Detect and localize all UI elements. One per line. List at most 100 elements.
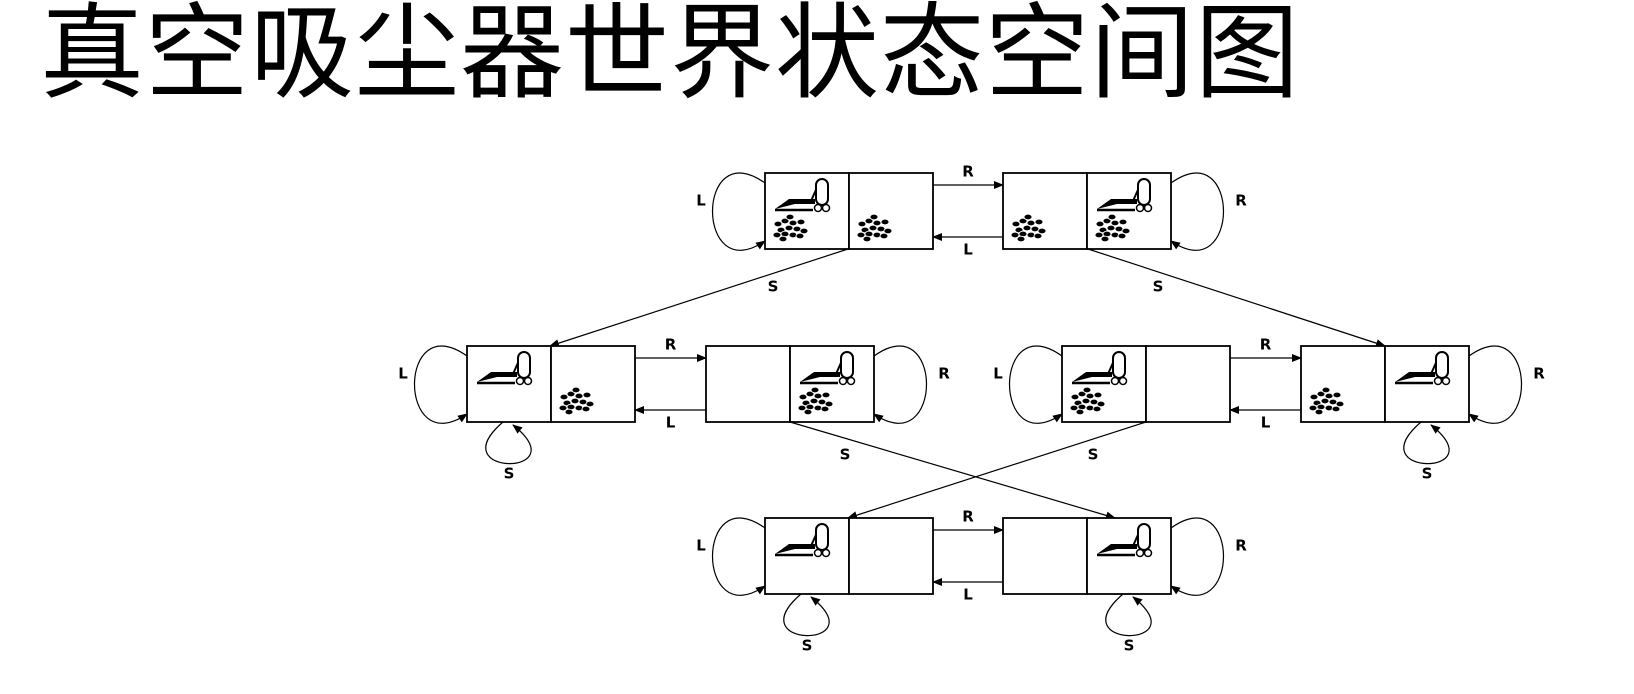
- loop-label-s: S: [504, 465, 515, 483]
- edge-label-l: L: [963, 241, 973, 259]
- vacuum-body: [815, 523, 829, 551]
- dirt-icon: [1010, 213, 1047, 243]
- edge-label-l: L: [666, 414, 676, 432]
- state-s3: [466, 345, 636, 423]
- dirt-particle: [1070, 393, 1080, 401]
- loop-label-l: L: [696, 192, 706, 210]
- dirt-particle: [809, 397, 819, 405]
- dirt-particle: [773, 220, 783, 228]
- dirt-icon: [1069, 386, 1106, 416]
- vacuum-wheel: [1135, 203, 1145, 213]
- suck-edge-label: S: [1088, 446, 1099, 464]
- vacuum-icon: [1097, 523, 1153, 558]
- cell-left: [705, 345, 791, 423]
- self-loop-right: [1170, 517, 1224, 596]
- dirt-particle: [1320, 397, 1330, 405]
- vacuum-nozzle: [775, 199, 815, 209]
- vacuum-wheel: [846, 376, 856, 386]
- vacuum-wheel: [1143, 203, 1153, 213]
- self-loop-left: [712, 517, 766, 596]
- dirt-particle: [1117, 232, 1127, 240]
- dirt-particle: [1096, 400, 1106, 408]
- dirt-particle: [862, 235, 872, 243]
- loop-label-l: L: [398, 365, 408, 383]
- dirt-particle: [1075, 408, 1085, 416]
- vacuum-icon: [800, 351, 856, 386]
- vacuum-nozzle: [800, 372, 840, 382]
- self-loop-left: [1009, 345, 1063, 424]
- dirt-particle: [1093, 391, 1103, 399]
- vacuum-nozzle: [477, 372, 517, 382]
- state-s4: [705, 345, 875, 423]
- self-loop-right: [1468, 345, 1522, 424]
- dirt-particle: [1016, 235, 1026, 243]
- vacuum-wheel: [1441, 376, 1451, 386]
- dirt-particle: [880, 218, 890, 226]
- loop-label-l: L: [993, 365, 1003, 383]
- cell-right: [1145, 345, 1231, 423]
- dirt-particle: [1095, 220, 1105, 228]
- vacuum-wheel: [1143, 548, 1153, 558]
- vacuum-wheel: [813, 203, 823, 213]
- dirt-particle: [820, 405, 830, 413]
- vacuum-wheel: [1110, 376, 1120, 386]
- suck-edge: [847, 421, 1147, 520]
- self-loop-left: [414, 345, 468, 424]
- self-loop-right: [1170, 172, 1224, 251]
- dirt-particle: [1092, 405, 1102, 413]
- loop-label-r: R: [1235, 192, 1247, 210]
- dirt-icon: [1094, 213, 1131, 243]
- suck-edge: [1087, 248, 1386, 348]
- vacuum-body: [1137, 178, 1151, 206]
- dirt-icon: [1308, 386, 1345, 416]
- dirt-particle: [803, 408, 813, 416]
- state-s1: [764, 172, 934, 250]
- edge-label-r: R: [962, 163, 974, 181]
- dirt-particle: [1023, 213, 1033, 221]
- dirt-particle: [1121, 227, 1131, 235]
- dirt-particle: [785, 213, 795, 221]
- dirt-particle: [1033, 232, 1043, 240]
- loop-label-l: L: [696, 537, 706, 555]
- dirt-particle: [1100, 235, 1110, 243]
- dirt-particle: [571, 386, 581, 394]
- dirt-particle: [810, 386, 820, 394]
- edge-label-r: R: [665, 336, 677, 354]
- vacuum-nozzle: [1395, 372, 1435, 382]
- dirt-particle: [879, 232, 889, 240]
- vacuum-icon: [1097, 178, 1153, 213]
- dirt-particle: [1118, 218, 1128, 226]
- dirt-icon: [797, 386, 834, 416]
- dirt-particle: [559, 393, 569, 401]
- vacuum-body: [840, 351, 854, 379]
- suck-edge-label: S: [768, 278, 779, 296]
- vacuum-nozzle: [1097, 199, 1137, 209]
- dirt-particle: [582, 391, 592, 399]
- dirt-particle: [1335, 400, 1345, 408]
- dirt-particle: [564, 408, 574, 416]
- dirt-particle: [585, 400, 595, 408]
- dirt-particle: [581, 405, 591, 413]
- state-s2: [1002, 172, 1172, 250]
- vacuum-wheel: [1118, 376, 1128, 386]
- dirt-icon: [772, 213, 809, 243]
- vacuum-body: [1435, 351, 1449, 379]
- dirt-particle: [869, 213, 879, 221]
- vacuum-nozzle: [775, 544, 815, 554]
- cell-right: [550, 345, 636, 423]
- vacuum-body: [815, 178, 829, 206]
- suck-edge-label: S: [840, 446, 851, 464]
- vacuum-body: [1112, 351, 1126, 379]
- self-loop-suck: [485, 421, 532, 465]
- dirt-particle: [795, 232, 805, 240]
- dirt-particle: [1331, 405, 1341, 413]
- vacuum-nozzle: [1097, 544, 1137, 554]
- vacuum-icon: [1395, 351, 1451, 386]
- vacuum-icon: [1072, 351, 1128, 386]
- self-loop-suck: [1105, 593, 1152, 637]
- vacuum-wheel: [523, 376, 533, 386]
- vacuum-wheel: [813, 548, 823, 558]
- cell-left: [1002, 517, 1088, 595]
- vacuum-wheel: [1135, 548, 1145, 558]
